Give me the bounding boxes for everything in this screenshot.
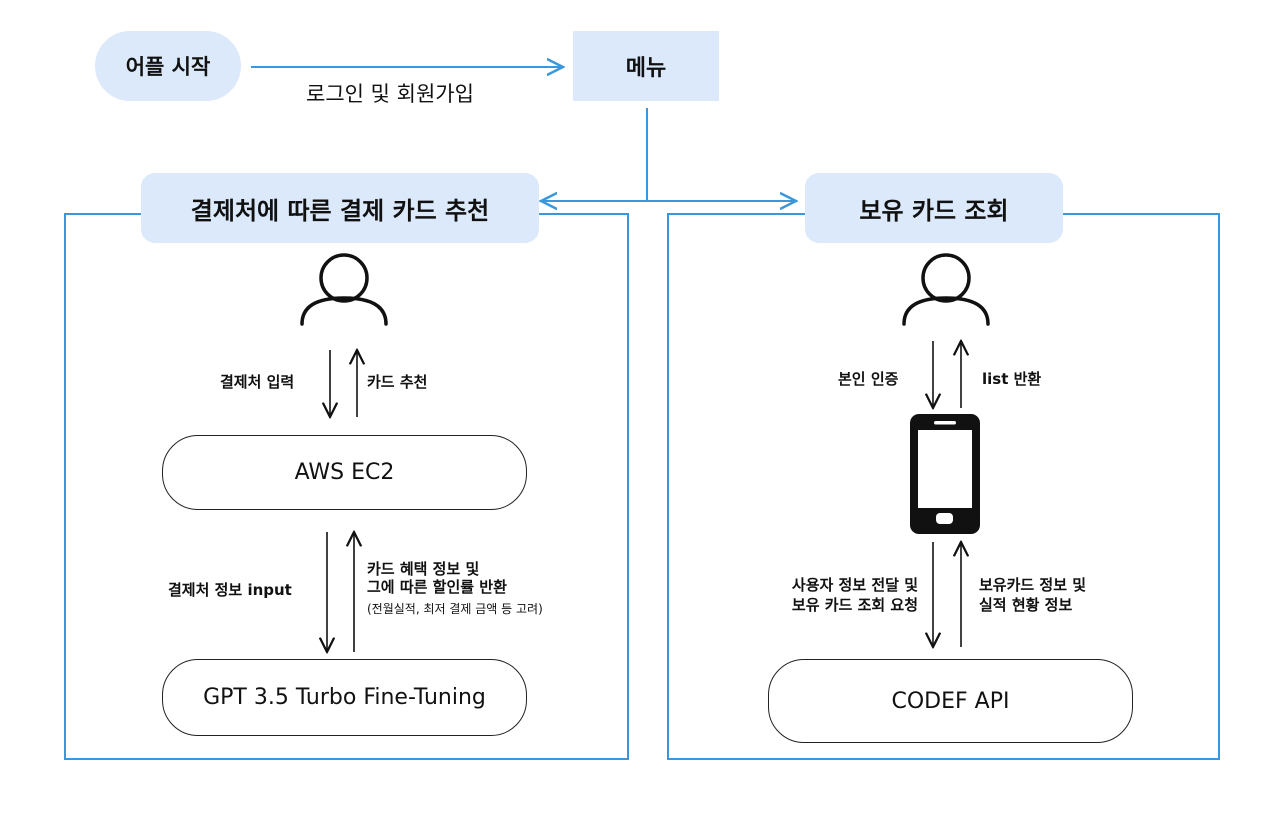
start-node: 어플 시작 <box>95 31 241 101</box>
api-to-phone-label-line2: 실적 현황 정보 <box>979 596 1073 614</box>
left-user-icon <box>300 253 388 326</box>
login-edge-label: 로그인 및 회원가입 <box>306 82 474 106</box>
menu-node: 메뉴 <box>573 31 719 101</box>
gpt-to-ec2-note: (전월실적, 최저 결제 금액 등 고려) <box>367 602 543 616</box>
aws-ec2-node: AWS EC2 <box>162 435 527 510</box>
phone-to-api-label-line2: 보유 카드 조회 요청 <box>791 596 918 614</box>
user-to-ec2-label: 결제처 입력 <box>220 373 295 391</box>
smartphone-icon <box>910 414 980 534</box>
gpt-to-ec2-label-line1: 카드 혜택 정보 및 <box>367 560 480 578</box>
gpt-node: GPT 3.5 Turbo Fine-Tuning <box>162 659 527 736</box>
phone-to-api-label: 사용자 정보 전달 및 보유 카드 조회 요청 <box>746 575 918 615</box>
gpt-to-ec2-label: 카드 혜택 정보 및 그에 따른 할인률 반환 (전월실적, 최저 결제 금액 … <box>367 560 543 618</box>
left-panel-title: 결제처에 따른 결제 카드 추천 <box>141 173 539 243</box>
start-node-label: 어플 시작 <box>125 55 211 79</box>
codef-api-node: CODEF API <box>768 659 1133 743</box>
ec2-to-gpt-label: 결제처 정보 input <box>168 581 292 599</box>
codef-api-label: CODEF API <box>891 688 1010 714</box>
aws-ec2-label: AWS EC2 <box>294 460 395 485</box>
user-to-phone-label: 본인 인증 <box>838 370 899 388</box>
gpt-label: GPT 3.5 Turbo Fine-Tuning <box>203 685 486 710</box>
api-to-phone-label: 보유카드 정보 및 실적 현황 정보 <box>979 575 1086 615</box>
right-panel-title: 보유 카드 조회 <box>805 173 1063 243</box>
right-panel-title-label: 보유 카드 조회 <box>859 196 1009 225</box>
api-to-phone-label-line1: 보유카드 정보 및 <box>979 576 1087 594</box>
phone-to-user-label: list 반환 <box>982 370 1042 388</box>
menu-node-label: 메뉴 <box>625 56 667 81</box>
ec2-to-user-label: 카드 추천 <box>367 373 428 391</box>
right-user-icon <box>902 253 990 326</box>
phone-to-api-label-line1: 사용자 정보 전달 및 <box>791 576 918 594</box>
gpt-to-ec2-label-line2: 그에 따른 할인률 반환 <box>367 578 507 596</box>
left-panel-title-label: 결제처에 따른 결제 카드 추천 <box>190 196 490 225</box>
